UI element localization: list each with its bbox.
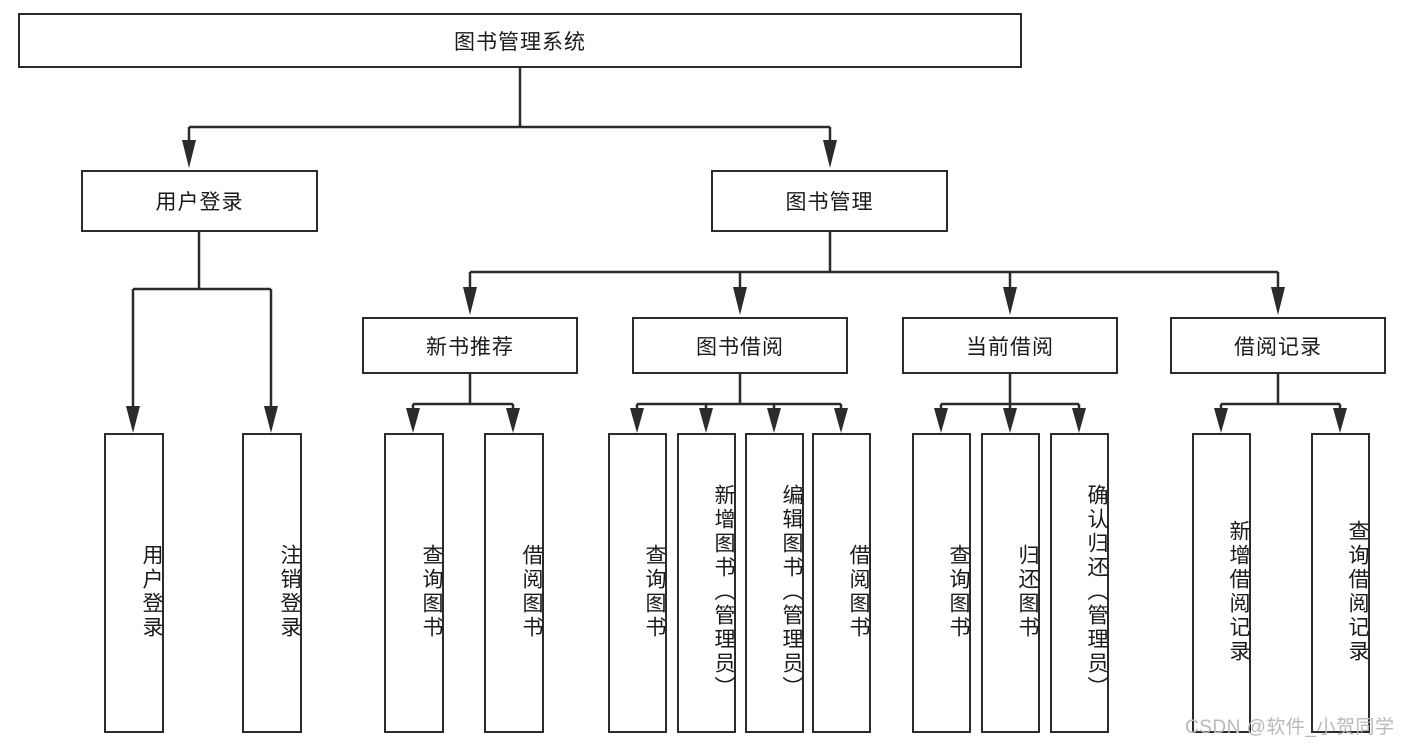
node-label: 当前借阅 bbox=[966, 335, 1054, 359]
leaf-book-borrow-query-books[interactable]: 查询图书 bbox=[608, 433, 667, 733]
csdn-watermark: CSDN @软件_小贺同学 bbox=[1185, 717, 1395, 738]
leaf-book-borrow-edit-book-admin[interactable]: 编辑图书（管理员） bbox=[745, 433, 804, 733]
node-label: 查询图书 bbox=[947, 544, 970, 640]
leaf-user-login-login[interactable]: 用户登录 bbox=[104, 433, 164, 733]
node-label: 归还图书 bbox=[1016, 544, 1039, 640]
leaf-book-borrow-add-book-admin[interactable]: 新增图书（管理员） bbox=[677, 433, 736, 733]
leaf-borrow-record-query-record[interactable]: 查询借阅记录 bbox=[1311, 433, 1370, 733]
node-label: 查询借阅记录 bbox=[1346, 520, 1369, 664]
node-label: 新增图书（管理员） bbox=[712, 484, 735, 700]
node-label: 图书管理系统 bbox=[454, 30, 586, 54]
node-label: 编辑图书（管理员） bbox=[780, 484, 803, 700]
node-label: 用户登录 bbox=[155, 191, 244, 214]
leaf-current-borrow-query-books[interactable]: 查询图书 bbox=[912, 433, 971, 733]
node-label: 图书管理 bbox=[785, 191, 874, 214]
leaf-new-book-borrow-books[interactable]: 借阅图书 bbox=[484, 433, 544, 733]
leaf-book-borrow-borrow-books[interactable]: 借阅图书 bbox=[812, 433, 871, 733]
node-label: 新增借阅记录 bbox=[1227, 520, 1250, 664]
node-label: 查询图书 bbox=[643, 544, 666, 640]
node-current-borrowing[interactable]: 当前借阅 bbox=[902, 317, 1118, 374]
node-book-borrowing[interactable]: 图书借阅 bbox=[632, 317, 848, 374]
node-label: 用户登录 bbox=[140, 544, 163, 640]
node-label: 查询图书 bbox=[420, 544, 443, 640]
leaf-current-borrow-return-books[interactable]: 归还图书 bbox=[981, 433, 1040, 733]
node-label: 借阅图书 bbox=[847, 544, 870, 640]
leaf-borrow-record-add-record[interactable]: 新增借阅记录 bbox=[1192, 433, 1251, 733]
leaf-new-book-query-books[interactable]: 查询图书 bbox=[384, 433, 444, 733]
node-new-book-recommendation[interactable]: 新书推荐 bbox=[362, 317, 578, 374]
node-book-management[interactable]: 图书管理 bbox=[711, 170, 948, 232]
node-borrowing-record[interactable]: 借阅记录 bbox=[1170, 317, 1386, 374]
node-root-book-management-system[interactable]: 图书管理系统 bbox=[18, 13, 1022, 68]
leaf-user-login-logout[interactable]: 注销登录 bbox=[242, 433, 302, 733]
node-label: 借阅图书 bbox=[520, 544, 543, 640]
node-label: 借阅记录 bbox=[1234, 335, 1322, 359]
node-label: 注销登录 bbox=[278, 544, 301, 640]
node-label: 新书推荐 bbox=[426, 335, 514, 359]
leaf-current-borrow-confirm-return-admin[interactable]: 确认归还（管理员） bbox=[1050, 433, 1109, 733]
node-label: 确认归还（管理员） bbox=[1085, 484, 1108, 700]
node-user-login[interactable]: 用户登录 bbox=[81, 170, 318, 232]
node-label: 图书借阅 bbox=[696, 335, 784, 359]
